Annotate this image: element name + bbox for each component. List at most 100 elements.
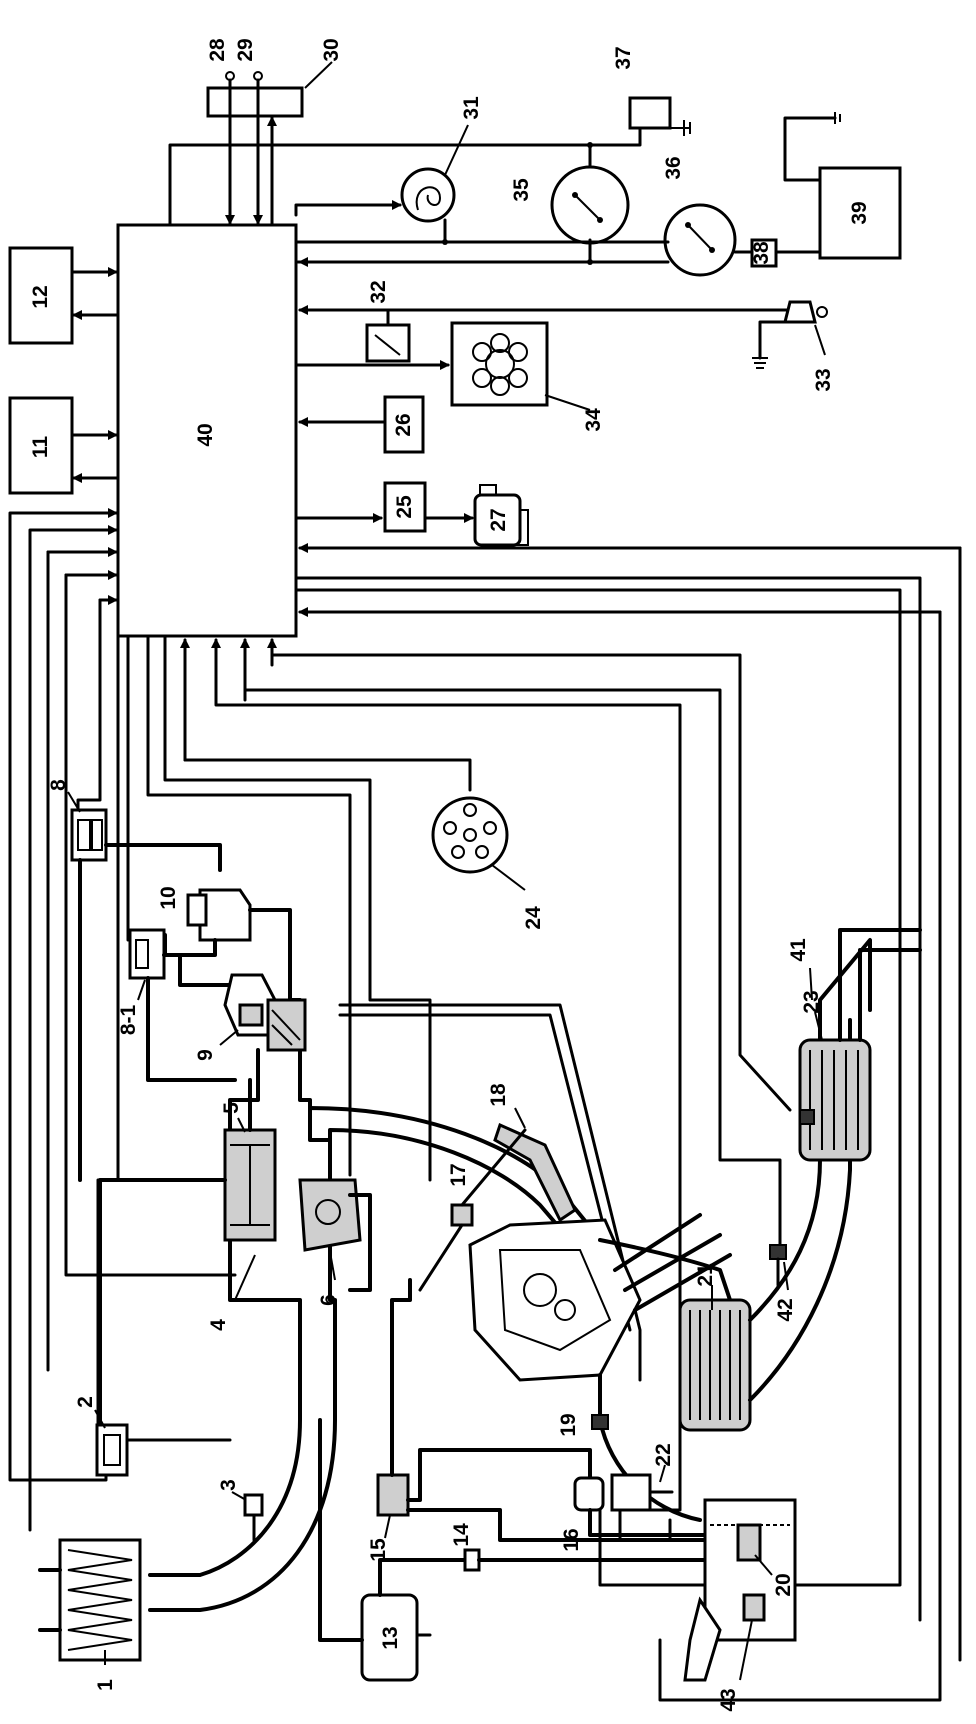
label-40: 40: [194, 423, 217, 446]
label-10: 10: [157, 886, 180, 909]
wire-left-4-down: [64, 573, 237, 1277]
catalyst-21: [678, 1298, 752, 1432]
hose-15: [390, 1278, 412, 1477]
pointer-4: [234, 1254, 256, 1301]
label-14: 14: [450, 1523, 473, 1547]
pointer-30: [304, 61, 333, 89]
label-36: 36: [662, 156, 685, 179]
link-ecu-to-31: [294, 200, 402, 217]
label-42: 42: [774, 1298, 797, 1321]
component-32-needle: [374, 334, 401, 356]
fuel-neck: [683, 1596, 722, 1682]
label-16: 16: [560, 1528, 583, 1551]
label-41: 41: [787, 938, 810, 962]
pointer-3: [231, 1491, 247, 1501]
component-5-plate: [230, 1144, 270, 1226]
label-8: 8: [47, 779, 70, 791]
component-32: [365, 323, 411, 363]
box-30: [206, 86, 304, 118]
label-1: 1: [94, 1679, 117, 1691]
sensor-17: [450, 1203, 474, 1227]
box-10: [186, 893, 208, 927]
pointer-22: [659, 1464, 666, 1483]
label-37: 37: [612, 46, 635, 69]
label-19: 19: [557, 1413, 580, 1436]
component-33: [783, 300, 817, 324]
pointer-6: [329, 1251, 336, 1281]
sensor-42: [769, 1244, 787, 1260]
line-17: [418, 1128, 527, 1292]
label-35: 35: [510, 178, 533, 202]
ecu-box: [116, 223, 298, 638]
exhaust-main-bottom: [748, 1018, 852, 1402]
pointer-31: [444, 124, 469, 176]
hose-15-c: [406, 1508, 742, 1542]
component-24: [431, 796, 509, 874]
label-31: 31: [460, 96, 483, 120]
label-25: 25: [393, 495, 416, 519]
pointer-8: [67, 791, 81, 813]
air-filter-1: [58, 1538, 142, 1662]
component-27-top: [479, 484, 529, 546]
label-8-1: 8-1: [117, 1005, 140, 1036]
label-9: 9: [194, 1049, 217, 1061]
tailpipe: [838, 928, 922, 1042]
catalyst-21-hatch: [689, 1310, 741, 1420]
pump-20: [736, 1523, 762, 1562]
component-37: [628, 96, 672, 130]
valve-14: [463, 1548, 481, 1572]
sensor-19: [591, 1414, 609, 1430]
label-6: 6: [317, 1294, 340, 1306]
label-34: 34: [582, 408, 605, 432]
intake-runner-inner: [328, 1128, 602, 1277]
box-26: [383, 395, 425, 454]
wire-42-signal: [243, 688, 782, 1247]
label-11: 11: [29, 436, 52, 459]
fuel-tank: [703, 1498, 797, 1642]
air-filter-element: [67, 1549, 133, 1651]
label-20: 20: [772, 1573, 795, 1596]
converter-23-hatch: [809, 1050, 859, 1150]
sensor-41: [799, 1109, 815, 1125]
pointer-41: [809, 967, 813, 1001]
pointer-8-1: [137, 979, 146, 1001]
canister-13: [360, 1593, 419, 1682]
label-4: 4: [207, 1319, 230, 1331]
wire-ecu-right-4: [294, 588, 902, 1587]
label-3: 3: [217, 1479, 240, 1491]
ground-37: [670, 120, 691, 136]
label-26: 26: [392, 413, 415, 436]
component-15: [376, 1473, 410, 1517]
sensor-3: [243, 1493, 264, 1517]
hose-16: [588, 1508, 742, 1537]
box-39: [818, 166, 902, 260]
exhaust-manifold: [598, 1238, 742, 1332]
label-28: 28: [206, 38, 229, 62]
label-21: 21: [694, 1263, 717, 1287]
wire-ecu-right-2: [294, 576, 922, 1622]
ground-33: [758, 320, 792, 360]
switch-35-lever: [574, 194, 601, 221]
label-2: 2: [74, 1396, 97, 1408]
box-12: [8, 246, 74, 345]
intake-duct-top: [148, 1048, 302, 1577]
filter-16: [573, 1476, 605, 1512]
label-13: 13: [379, 1626, 402, 1649]
pointer-5: [237, 1117, 246, 1133]
pointer-15: [384, 1514, 391, 1539]
wire-left-outer: [8, 511, 118, 1482]
label-32: 32: [367, 280, 390, 303]
hose-15-b: [406, 1448, 592, 1502]
pointer-18: [514, 1107, 526, 1129]
hose-8-to-10: [104, 843, 222, 872]
pointer-42: [783, 1261, 789, 1291]
box-25: [383, 481, 427, 533]
hose-13: [378, 1558, 472, 1597]
hose-8-1-b: [146, 976, 237, 1082]
sensor-line-3: [338, 1003, 642, 1382]
hose-5-loop: [98, 1178, 227, 1442]
box-11: [8, 396, 74, 495]
wire-24-signal: [183, 758, 472, 792]
pointer-24: [491, 864, 526, 891]
label-12: 12: [29, 285, 52, 308]
